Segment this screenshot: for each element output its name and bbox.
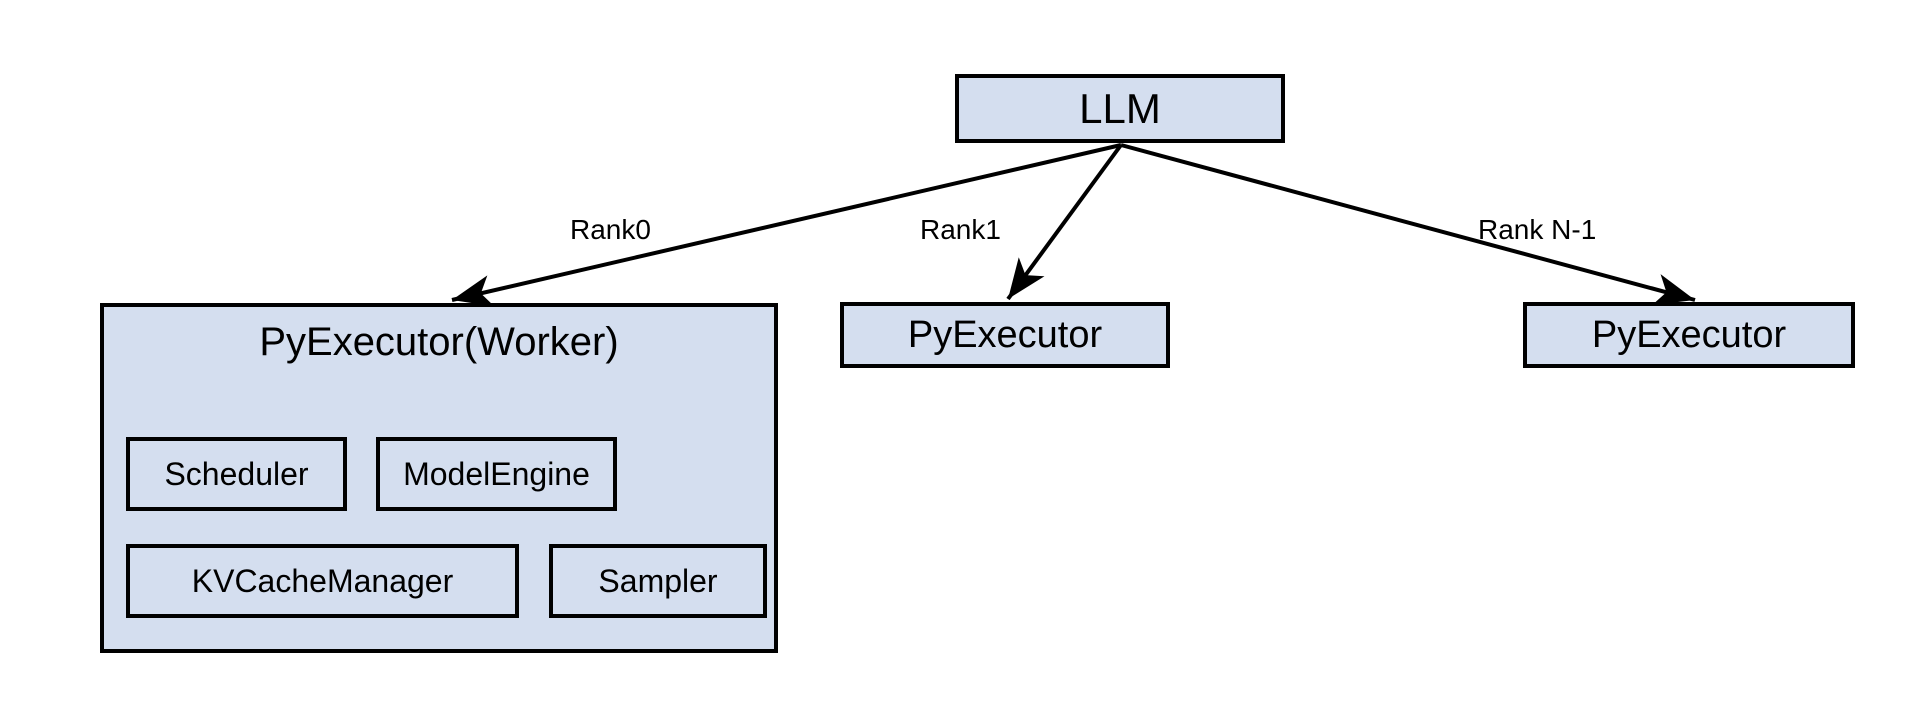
node-modelengine[interactable]: ModelEngine xyxy=(376,437,617,511)
edge-llm-to-worker xyxy=(451,143,1122,307)
node-pyexecutor-rank1-label: PyExecutor xyxy=(907,314,1103,356)
edge-label-rank1: Rank1 xyxy=(920,214,1001,245)
node-kvcachemanager-label: KVCacheManager xyxy=(191,563,454,599)
node-kvcachemanager[interactable]: KVCacheManager xyxy=(126,544,519,618)
node-pyexecutor-worker-label: PyExecutor(Worker) xyxy=(259,320,619,364)
edge-llm-to-executor-right xyxy=(1120,143,1696,306)
edge-label-rank0: Rank0 xyxy=(570,214,651,245)
node-pyexecutor-rankn-label: PyExecutor xyxy=(1591,314,1787,356)
node-scheduler-label: Scheduler xyxy=(164,456,309,492)
node-llm-label: LLM xyxy=(1079,84,1161,132)
edge-label-rank-n-1: Rank N-1 xyxy=(1478,214,1597,245)
node-sampler-label: Sampler xyxy=(598,563,718,599)
node-llm[interactable]: LLM xyxy=(955,74,1285,143)
node-sampler[interactable]: Sampler xyxy=(549,544,767,618)
edge-llm-to-executor-middle xyxy=(1006,143,1123,301)
node-pyexecutor-rankn[interactable]: PyExecutor xyxy=(1523,302,1855,368)
node-pyexecutor-rank1[interactable]: PyExecutor xyxy=(840,302,1170,368)
node-scheduler[interactable]: Scheduler xyxy=(126,437,347,511)
node-pyexecutor-worker[interactable]: PyExecutor(Worker) Scheduler ModelEngine… xyxy=(100,303,778,653)
node-modelengine-label: ModelEngine xyxy=(403,456,590,492)
